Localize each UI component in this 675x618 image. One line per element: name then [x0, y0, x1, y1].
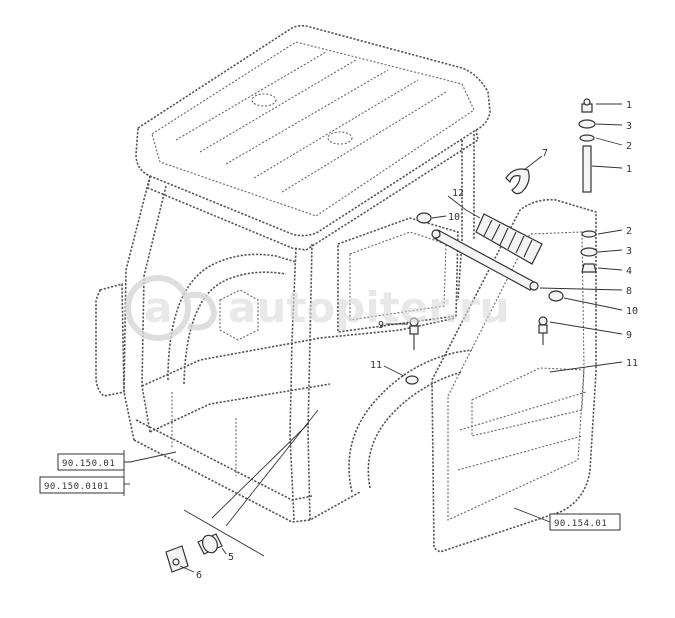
callout-1-top: 1: [626, 100, 632, 111]
watermark-logo-swoosh: [185, 291, 218, 331]
watermark: a autopiter.ru: [125, 275, 510, 341]
ball-stud-part-9-right: [538, 316, 548, 345]
door-window-lower: [471, 367, 585, 437]
callout-numbers: 1 3 2 1 7 12 10 2 3 4 8 10 9 9 11 11 5 6: [196, 100, 638, 581]
protective-boot-body: [475, 213, 543, 265]
callout-2-top: 2: [626, 141, 632, 152]
callout-6: 6: [196, 570, 202, 581]
door-panel-rib: [459, 391, 587, 431]
callout-1-rod: 1: [626, 164, 632, 175]
callout-5: 5: [228, 552, 234, 563]
callout-2-right: 2: [626, 226, 632, 237]
pillar-front-left: [123, 175, 151, 441]
gas-strut-end: [529, 281, 539, 291]
callout-3-top: 3: [626, 121, 632, 132]
washer-part-10-right: [548, 290, 564, 302]
ref-label-a: 90.150.01: [62, 459, 115, 469]
protective-boot: [475, 213, 543, 265]
door-outline: [431, 198, 597, 553]
seat-frame: [219, 289, 259, 341]
roof-rib: [225, 69, 389, 165]
nut-part-11: [405, 375, 419, 385]
washer-part-3-right: [580, 247, 598, 257]
watermark-text: autopiter.ru: [228, 283, 510, 332]
clip-part-7: [505, 168, 530, 195]
floor-side-lower: [149, 383, 331, 433]
floor-front-edge: [133, 439, 361, 523]
washer-part-2-right: [581, 230, 597, 238]
ref-box-a: [57, 453, 125, 471]
callout-9-right: 9: [626, 330, 632, 341]
door-assembly: [431, 198, 597, 553]
roof-rib: [253, 79, 419, 179]
nut-part-4: [581, 263, 597, 273]
rear-window: [337, 217, 459, 333]
bracket-part-6: [165, 545, 189, 573]
roof-outline: [135, 24, 491, 237]
roof-dome: [327, 131, 353, 145]
reference-boxes: 90.150.01 90.150.0101 90.154.01: [39, 453, 621, 531]
pillar-front-center-inner: [307, 243, 313, 521]
bolt-head: [583, 98, 591, 106]
roof-rib: [175, 51, 327, 141]
door-inner-frame: [447, 231, 585, 521]
boot-ridge: [483, 219, 533, 258]
roof-inner-rim: [151, 41, 475, 217]
cab-frame: [95, 24, 491, 523]
pillar-rear: [457, 140, 463, 301]
gas-strut-end: [431, 229, 441, 239]
ref-label-c: 90.154.01: [554, 519, 607, 529]
ref-box-c: [549, 513, 621, 531]
callout-12: 12: [452, 188, 464, 199]
watermark-logo-circle: [125, 275, 191, 341]
wheel-arch-inner: [367, 371, 463, 489]
floor-front-edge-inner: [135, 419, 313, 501]
callout-10-left: 10: [448, 212, 460, 223]
floor-side: [141, 317, 457, 387]
wheel-arch: [348, 349, 473, 493]
watermark-logo-letter: a: [144, 283, 172, 332]
gas-strut: [431, 229, 539, 291]
callout-3-right: 3: [626, 246, 632, 257]
pillar-front-left-inner: [141, 185, 167, 433]
ref-box-b: [39, 476, 125, 494]
ref-label-b: 90.150.0101: [44, 482, 109, 492]
leader-lines: [123, 103, 623, 573]
callout-9-left: 9: [378, 320, 384, 331]
roof-rib: [199, 59, 357, 153]
door-arch-left-inner: [183, 271, 287, 385]
washer-part-2: [579, 134, 595, 142]
ball-stud-part-9-left: [409, 317, 419, 350]
roof-lip: [147, 129, 479, 251]
roof-dome: [251, 93, 277, 107]
right-fastener-stack: [580, 230, 598, 273]
callout-11-right: 11: [626, 358, 638, 369]
rear-window-inner: [349, 231, 447, 321]
latch-part-5: [197, 533, 223, 555]
callout-7: 7: [542, 148, 548, 159]
pillar-front-center: [289, 247, 297, 521]
callout-10-right: 10: [626, 306, 638, 317]
door-panel-rib: [457, 435, 583, 471]
front-panel: [95, 283, 125, 397]
callout-4-right: 4: [626, 266, 632, 277]
callout-8: 8: [626, 286, 632, 297]
top-fastener-stack: [578, 98, 596, 193]
washer-part-10-left: [416, 212, 432, 224]
roof-rib: [281, 91, 447, 193]
door-arch-left: [167, 253, 297, 381]
washer-part-3: [578, 119, 596, 129]
callout-11-left: 11: [370, 360, 382, 371]
rod-part-1: [582, 145, 592, 193]
